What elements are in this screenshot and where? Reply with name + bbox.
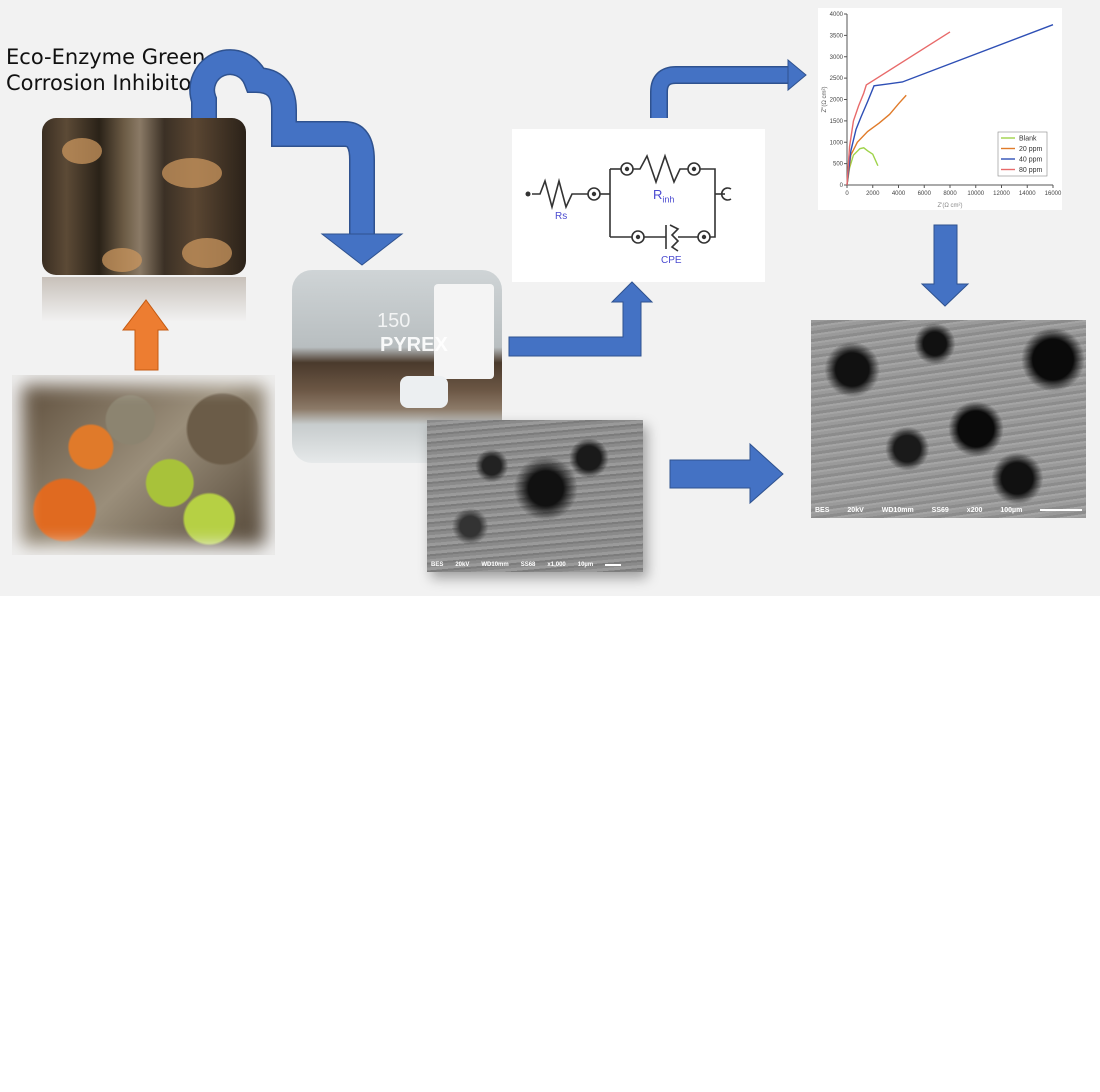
- y-tick-label: 3500: [830, 33, 844, 39]
- rs-resistor: [532, 177, 588, 211]
- legend-box: [997, 131, 1048, 177]
- series-line-80-ppm: [846, 31, 951, 186]
- series-line-20-ppm: [846, 94, 907, 186]
- beaker-volume: 150: [377, 310, 411, 332]
- x-tick-label: 10000: [967, 191, 984, 197]
- x-tick-label: 4000: [892, 191, 906, 197]
- arrow-beaker-to-circuit: [508, 281, 654, 357]
- beaker-handwritten-label: [434, 284, 494, 379]
- x-tick-label: 8000: [943, 191, 957, 197]
- fruit-peels-photo: [12, 375, 275, 555]
- y-axis-label: Z''(Ω cm²): [822, 86, 828, 112]
- x-tick-label: 6000: [918, 191, 932, 197]
- legend-label: Blank: [1019, 136, 1037, 143]
- rinh-label: Rinh: [653, 187, 674, 205]
- y-tick-label: 2500: [830, 76, 844, 82]
- sem-detector: BES: [431, 562, 444, 568]
- sem-magnification: x1,000: [547, 562, 566, 568]
- nyquist-plot: 0 2000 4000 6000 8000 10000 12000 14000 16000 0 50…: [818, 8, 1062, 210]
- sem-image-inhibited: BES 20kV WD10mm SS69 x200 100µm: [811, 320, 1086, 518]
- sem-wd: WD10mm: [881, 506, 914, 514]
- nyquist-chart-svg: 0 2000 4000 6000 8000 10000 12000 14000 16000 0 50…: [822, 12, 1062, 209]
- rs-label: Rs: [555, 211, 568, 222]
- rinh-label-main: R: [653, 187, 663, 202]
- y-tick-label: 3000: [830, 55, 844, 61]
- series-line-blank: [846, 147, 879, 186]
- beaker-brand: PYREX: [380, 334, 448, 356]
- scale-bar: [1040, 509, 1083, 511]
- legend-label: 40 ppm: [1019, 157, 1043, 164]
- rinh-resistor: [633, 153, 688, 185]
- sem-voltage: 20kV: [455, 562, 470, 568]
- sem-sample: SS68: [520, 562, 536, 568]
- x-tick-label: 16000: [1045, 191, 1062, 197]
- sem-scale: 100µm: [1000, 506, 1023, 514]
- y-tick-label: 2000: [830, 98, 844, 104]
- title-line-1: Eco-Enzyme Green: [6, 45, 206, 69]
- sem-magnification: x200: [966, 506, 983, 514]
- title-line-2: Corrosion Inhibitor: [6, 71, 200, 95]
- sem-image-blank: BES 20kV WD10mm SS68 x1,000 10µm: [427, 420, 643, 572]
- x-tick-label: 0: [845, 191, 849, 197]
- arrow-peels-to-jar: [121, 299, 169, 371]
- series-line-40-ppm: [846, 24, 1054, 186]
- legend-label: 80 ppm: [1019, 167, 1043, 174]
- y-tick-label: 500: [833, 162, 844, 168]
- sample-coupon: [400, 376, 448, 408]
- y-tick-label: 1500: [830, 119, 844, 125]
- arrow-plot-to-sem: [920, 224, 970, 307]
- sem-detector: BES: [815, 506, 830, 514]
- cpe-label: CPE: [661, 255, 682, 266]
- title: Eco-Enzyme Green Corrosion Inhibitor: [6, 44, 205, 96]
- arrow-sem-to-sem: [669, 442, 784, 505]
- arrow-jar-to-beaker: [189, 49, 404, 266]
- sem-wd: WD10mm: [481, 562, 509, 568]
- circuit-diagram: [525, 153, 732, 252]
- x-axis-label: Z'(Ω cm²): [938, 203, 963, 209]
- x-tick-label: 12000: [993, 191, 1010, 197]
- eco-enzyme-jar-photo: [42, 118, 246, 275]
- sem-sample: SS69: [931, 506, 949, 514]
- arrow-circuit-to-plot: [650, 58, 807, 118]
- y-tick-label: 0: [840, 183, 844, 189]
- legend-label: 20 ppm: [1019, 146, 1043, 153]
- scale-bar: [605, 564, 622, 566]
- flow-arrows: [121, 49, 970, 505]
- sem-voltage: 20kV: [847, 506, 864, 514]
- sem-info-bar: BES 20kV WD10mm SS68 x1,000 10µm: [427, 558, 643, 572]
- sem-scale: 10µm: [577, 562, 594, 568]
- x-tick-label: 14000: [1019, 191, 1036, 197]
- sem-info-bar: BES 20kV WD10mm SS69 x200 100µm: [811, 502, 1086, 518]
- y-tick-label: 4000: [830, 12, 844, 18]
- equivalent-circuit: Rs Rinh CPE: [512, 129, 765, 282]
- y-tick-label: 1000: [830, 140, 844, 146]
- x-tick-label: 2000: [866, 191, 880, 197]
- rinh-label-sub: inh: [662, 194, 675, 205]
